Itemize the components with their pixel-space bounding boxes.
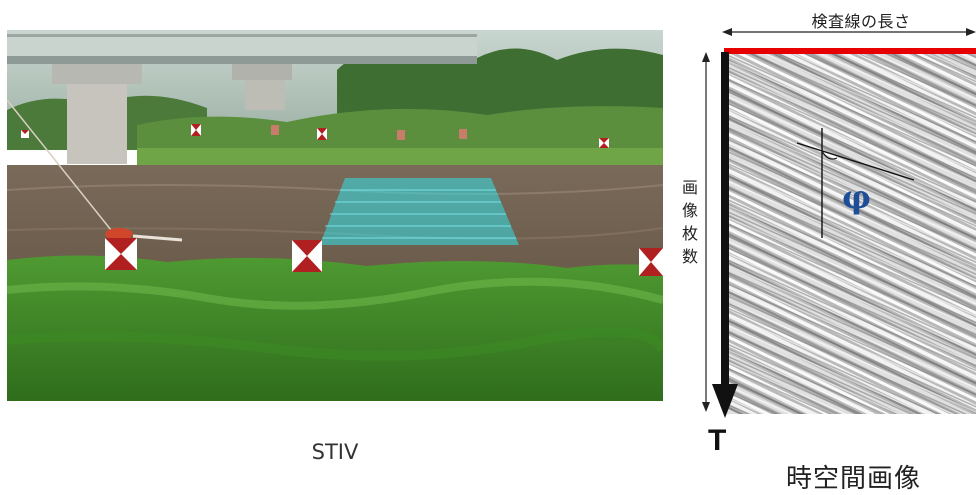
time-axis-arrow (712, 52, 738, 418)
spatiotemporal-image (727, 52, 976, 414)
far-markers (21, 124, 609, 148)
angle-symbol: φ (842, 178, 871, 216)
near-markers (105, 238, 663, 276)
image-count-text: 画像枚数 (681, 178, 698, 266)
spatiotemporal-caption: 時空間画像 (786, 464, 922, 494)
image-count-arrow (702, 52, 710, 412)
image-count-label: 画像枚数 (678, 176, 702, 268)
inspection-line (724, 48, 976, 54)
river-scene (7, 30, 663, 401)
time-axis-label: T (708, 424, 727, 457)
stiv-roi-overlay (320, 178, 519, 245)
river-photo (7, 30, 663, 401)
angle-construction (796, 128, 915, 238)
length-arrow (722, 28, 976, 36)
photo-caption: STIV (311, 440, 359, 464)
inspection-line-length-label: 検査線の長さ (811, 12, 911, 31)
streak-pattern (727, 52, 976, 414)
